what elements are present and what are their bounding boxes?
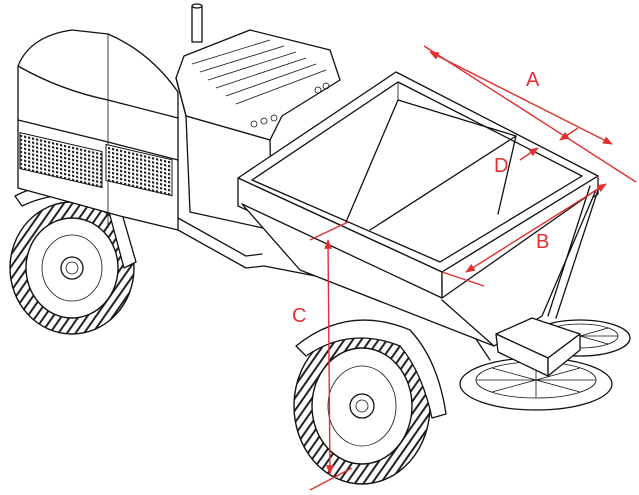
- dimension-B-label: B: [536, 231, 549, 253]
- front-fender: [295, 319, 447, 419]
- dimension-C-label: C: [292, 305, 306, 327]
- cab-light: [314, 86, 322, 94]
- engine-hood: [17, 29, 179, 231]
- dimension-A-label: A: [526, 69, 540, 91]
- rear-left-wheel: [9, 201, 135, 335]
- dimension-A: A: [423, 45, 637, 183]
- dimension-B: B: [441, 176, 607, 287]
- dimension-D: D: [494, 127, 579, 177]
- cab-light: [260, 117, 268, 125]
- cab-light: [322, 82, 330, 90]
- dimension-C: C: [292, 221, 353, 491]
- cab-light: [250, 120, 258, 128]
- grille-lower: [105, 143, 173, 197]
- grille-upper: [19, 132, 103, 189]
- dimension-D-label: D: [494, 155, 508, 177]
- cab-light: [270, 114, 278, 122]
- exhaust-stack: [191, 5, 203, 43]
- chute: [495, 317, 581, 377]
- spinner-left: [459, 357, 613, 411]
